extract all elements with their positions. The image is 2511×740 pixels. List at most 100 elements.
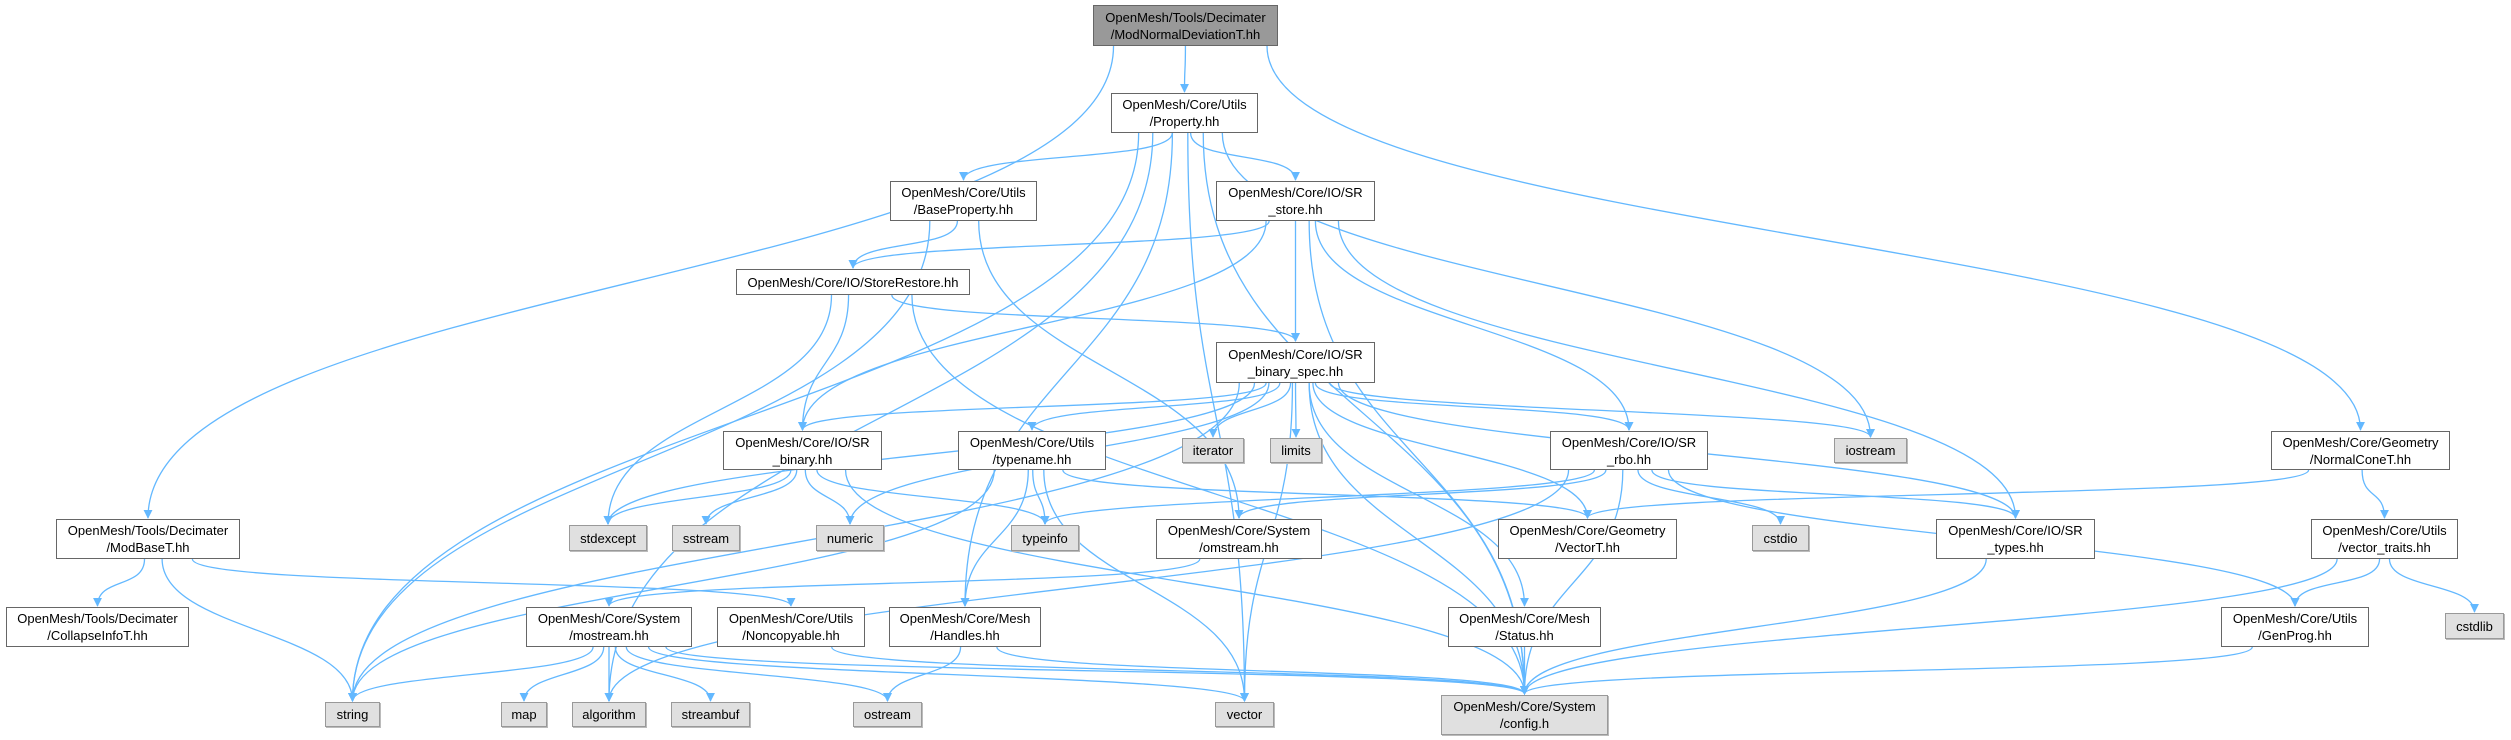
node-vector: vector — [1215, 702, 1274, 727]
node-baseproperty[interactable]: OpenMesh/Core/Utils/BaseProperty.hh — [890, 181, 1037, 221]
edge-storerestore-to-stdexcept — [603, 294, 833, 525]
node-modbase[interactable]: OpenMesh/Tools/Decimater/ModBaseT.hh — [56, 519, 240, 559]
node-sr-rbo[interactable]: OpenMesh/Core/IO/SR_rbo.hh — [1550, 431, 1708, 470]
node-omstream[interactable]: OpenMesh/Core/System/omstream.hh — [1156, 519, 1322, 559]
node-sr-store[interactable]: OpenMesh/Core/IO/SR _store.hh — [1216, 181, 1375, 221]
node-label-line: _rbo.hh — [1606, 451, 1652, 467]
node-label-line: limits — [1281, 443, 1311, 458]
edge-vector_traits-to-cstdlib — [2388, 558, 2479, 613]
edge-handles-to-ostream — [883, 646, 962, 702]
node-label-line: /omstream.hh — [1199, 540, 1279, 555]
node-storerestore[interactable]: OpenMesh/Core/IO/StoreRestore.hh — [736, 269, 970, 295]
node-genprog[interactable]: OpenMesh/Core/Utils/GenProg.hh — [2221, 607, 2369, 647]
node-property[interactable]: OpenMesh/Core/Utils/Property.hh — [1111, 93, 1258, 133]
edge-root-to-modbase — [143, 45, 1115, 519]
node-mostream[interactable]: OpenMesh/Core/System/mostream.hh — [526, 607, 692, 647]
node-label-line: OpenMesh/Core/Geometry — [1509, 523, 1666, 538]
edge-sr_types-to-config — [1520, 558, 1987, 695]
edge-modbase-to-string — [161, 558, 357, 702]
node-label-line: OpenMesh/Tools/Decimater — [1105, 9, 1266, 25]
node-label-line: typeinfo — [1022, 530, 1068, 546]
node-sr-types[interactable]: OpenMesh/Core/IO/SR_types.hh — [1936, 519, 2095, 559]
node-root: OpenMesh/Tools/Decimater/ModNormalDeviat… — [1093, 5, 1278, 46]
edge-noncopyable-to-config — [831, 646, 1529, 695]
node-label-line: OpenMesh/Core/Mesh — [899, 611, 1031, 626]
node-ostream: ostream — [853, 702, 922, 727]
node-label-line: /typename.hh — [992, 451, 1072, 467]
node-label-line: iostream — [1845, 443, 1896, 458]
node-label-line: OpenMesh/Core/IO/SR — [1228, 185, 1363, 200]
node-normalcone[interactable]: OpenMesh/Core/Geometry/NormalConeT.hh — [2271, 431, 2450, 470]
edge-sr_rbo-to-sr_types — [1651, 469, 2020, 519]
node-stdexcept: stdexcept — [569, 525, 647, 551]
node-label-line: _store.hh — [1268, 202, 1323, 217]
node-label-line: cstdlib — [2456, 618, 2493, 634]
edge-vector_traits-to-genprog — [2290, 558, 2381, 607]
node-label-line: sstream — [682, 530, 730, 546]
node-label-line: OpenMesh/Core/IO/SR — [1948, 523, 2083, 538]
node-label-line: OpenMesh/Core/Utils — [2232, 611, 2358, 626]
node-label-line: /CollapseInfoT.hh — [47, 628, 148, 643]
edge-baseproperty-to-storerestore — [848, 220, 959, 269]
node-streambuf: streambuf — [671, 702, 750, 727]
edge-mostream-to-vector — [647, 646, 1249, 702]
node-label-line: /Handles.hh — [930, 628, 1000, 643]
edge-sr_binary_spec-to-iostream — [1329, 382, 1875, 438]
edge-mostream-to-map — [519, 646, 605, 702]
node-label-line: OpenMesh/Core/Utils — [2322, 523, 2447, 538]
node-label-line: /ModBaseT.hh — [106, 540, 190, 555]
node-config: OpenMesh/Core/System/config.h — [1441, 695, 1608, 735]
node-map: map — [501, 702, 547, 727]
node-label-line: OpenMesh/Core/IO/StoreRestore.hh — [747, 274, 959, 290]
edge-property-to-sr_store — [1189, 132, 1300, 181]
node-status[interactable]: OpenMesh/Core/Mesh/Status.hh — [1448, 607, 1601, 647]
edge-sr_binary_spec-to-sr_binary — [798, 382, 1267, 431]
node-sr-binary-spec[interactable]: OpenMesh/Core/IO/SR_binary_spec.hh — [1216, 342, 1375, 383]
node-label-line: /vector_traits.hh — [2338, 540, 2431, 555]
node-handles[interactable]: OpenMesh/Core/Mesh/Handles.hh — [889, 607, 1041, 647]
edge-typename-to-handles — [960, 469, 1029, 607]
edge-mostream-to-ostream — [625, 646, 892, 702]
edge-sr_rbo-to-typeinfo — [1040, 469, 1596, 525]
node-sstream: sstream — [672, 525, 740, 551]
edge-sr_rbo-to-config — [1520, 469, 1624, 695]
edge-sr_binary_spec-to-iterator — [1208, 382, 1292, 438]
edge-sr_store-to-sr_rbo — [1314, 220, 1634, 431]
node-cstdio: cstdio — [1752, 525, 1809, 551]
node-label-line: /Status.hh — [1495, 628, 1554, 643]
node-numeric: numeric — [816, 525, 884, 551]
node-vectort[interactable]: OpenMesh/Core/Geometry/VectorT.hh — [1498, 519, 1677, 559]
edge-baseproperty-to-string — [348, 220, 931, 702]
node-label-line: OpenMesh/Core/IO/SR — [1228, 346, 1363, 362]
edge-modbase-to-noncopyable — [191, 558, 796, 607]
node-typename[interactable]: OpenMesh/Core/Utils/typename.hh — [958, 431, 1106, 470]
node-noncopyable[interactable]: OpenMesh/Core/Utils/Noncopyable.hh — [717, 607, 865, 647]
node-sr-binary[interactable]: OpenMesh/Core/IO/SR_binary.hh — [723, 431, 882, 470]
edge-normalcone-to-vector_traits — [2361, 469, 2389, 519]
node-label-line: cstdio — [1763, 530, 1798, 546]
node-collapseinfo[interactable]: OpenMesh/Tools/Decimater/CollapseInfoT.h… — [6, 607, 189, 647]
node-label-line: OpenMesh/Core/Utils — [969, 434, 1095, 450]
edge-storerestore-to-sr_binary_spec — [891, 294, 1300, 342]
node-label-line: string — [336, 707, 369, 722]
node-label-line: OpenMesh/Core/Mesh — [1459, 611, 1590, 626]
node-vector-traits[interactable]: OpenMesh/Core/Utils/vector_traits.hh — [2311, 519, 2458, 559]
node-label-line: numeric — [826, 530, 874, 546]
edge-sr_rbo-to-algorithm — [604, 469, 1570, 702]
node-label-line: OpenMesh/Core/System — [537, 611, 681, 626]
node-label-line: streambuf — [681, 707, 740, 722]
node-label-line: /VectorT.hh — [1554, 540, 1621, 555]
node-label-line: OpenMesh/Tools/Decimater — [67, 523, 229, 538]
edge-property-to-baseproperty — [959, 132, 1173, 181]
edge-mostream-to-string — [348, 646, 594, 702]
node-string: string — [325, 702, 380, 727]
edge-mostream-to-streambuf — [614, 646, 715, 702]
node-label-line: /NormalConeT.hh — [2309, 451, 2412, 467]
node-label-line: OpenMesh/Core/IO/SR — [735, 434, 870, 450]
node-label-line: vector — [1226, 707, 1263, 722]
node-label-line: ostream — [864, 707, 911, 722]
node-label-line: stdexcept — [580, 530, 636, 546]
node-label-line: OpenMesh/Core/Utils — [901, 185, 1026, 200]
